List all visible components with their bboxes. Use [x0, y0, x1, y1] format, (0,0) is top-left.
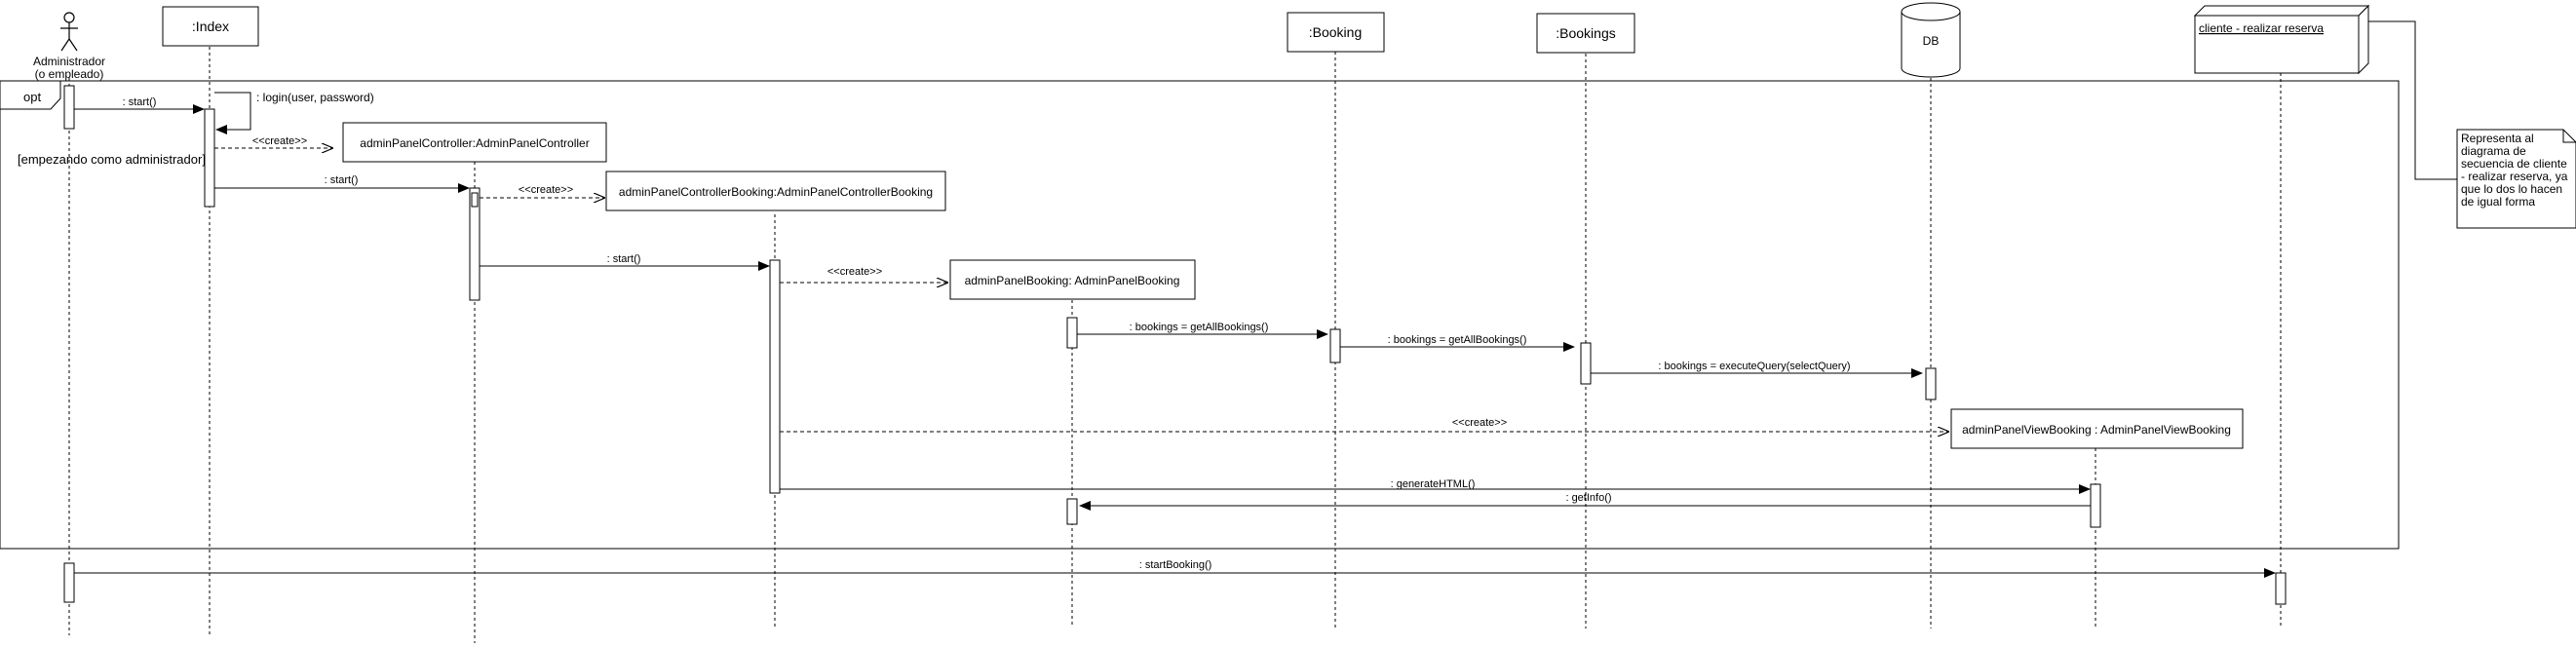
- fragment-tab: [0, 81, 61, 110]
- message-create-3-label: <<create>>: [827, 266, 882, 278]
- message-start-2-label: : start(): [325, 174, 359, 186]
- activation-db: [1925, 367, 1937, 400]
- message-login-label: : login(user, password): [256, 91, 374, 104]
- fragment-operator: opt: [23, 90, 41, 104]
- message-execute-query-label: : bookings = executeQuery(selectQuery): [1658, 361, 1850, 372]
- participant-booking: :Booking: [1287, 12, 1385, 53]
- activation-admin-panel-controller-booking: [769, 259, 781, 494]
- note-line: diagrama de: [2461, 144, 2526, 158]
- fragment-opt: opt [empezando como administrador]: [0, 80, 2400, 550]
- activation-admin-panel-view-booking: [2090, 483, 2101, 528]
- note: Representa al diagrama de secuencia de c…: [2368, 20, 2576, 229]
- actor-sublabel: (o empleado): [35, 67, 104, 81]
- activation-bookings: [1580, 342, 1592, 385]
- created-admin-panel-booking-label: adminPanelBooking: AdminPanelBooking: [965, 274, 1180, 287]
- activation-booking: [1329, 328, 1341, 363]
- participant-bookings-label: :Bookings: [1556, 25, 1615, 41]
- activation-administrador-2: [63, 562, 75, 603]
- message-start-3-label: : start(): [607, 253, 641, 265]
- message-create-4-label: <<create>>: [1452, 417, 1507, 429]
- message-get-all-bookings-2-label: : bookings = getAllBookings(): [1388, 334, 1527, 346]
- participant-db-label: DB: [1923, 34, 1940, 48]
- participant-index-label: :Index: [192, 19, 229, 34]
- note-connector: [2368, 20, 2457, 180]
- activation-administrador-1: [63, 85, 75, 130]
- participant-index: :Index: [162, 6, 259, 47]
- message-generate-html-label: : generateHTML(): [1391, 478, 1476, 490]
- message-labels: : start() : login(user, password) <<crea…: [123, 91, 1851, 571]
- created-admin-panel-controller-booking-label: adminPanelControllerBooking:AdminPanelCo…: [619, 185, 933, 199]
- message-lines: [74, 92, 2276, 578]
- note-line: Representa al: [2461, 132, 2534, 145]
- fragment-guard: [empezando como administrador]: [18, 152, 206, 167]
- message-get-all-bookings-1-label: : bookings = getAllBookings(): [1130, 322, 1269, 333]
- actor-label: Administrador: [33, 55, 105, 68]
- participant-cliente-label: cliente - realizar reserva: [2199, 21, 2324, 35]
- actor-administrador: Administrador (o empleado): [33, 12, 105, 81]
- note-line: de igual forma: [2461, 195, 2535, 209]
- participant-db: DB: [1901, 2, 1961, 78]
- activation-cliente: [2275, 572, 2287, 605]
- activation-index: [204, 108, 215, 208]
- message-create-1-label: <<create>>: [252, 135, 307, 147]
- note-line: que lo dos lo hacen: [2461, 182, 2562, 196]
- created-admin-panel-booking: adminPanelBooking: AdminPanelBooking: [949, 259, 1196, 300]
- created-admin-panel-controller-booking: adminPanelControllerBooking:AdminPanelCo…: [605, 171, 946, 211]
- created-admin-panel-controller-label: adminPanelController:AdminPanelControlle…: [360, 136, 589, 150]
- note-shape: [2456, 129, 2576, 229]
- activation-admin-panel-controller-nested: [471, 192, 479, 208]
- message-login-self: [214, 92, 251, 134]
- participant-booking-label: :Booking: [1309, 24, 1362, 40]
- activation-admin-panel-booking-2: [1066, 498, 1078, 525]
- message-create-2-label: <<create>>: [519, 184, 573, 196]
- fragment-frame: [0, 80, 2400, 550]
- participant-cliente: cliente - realizar reserva: [2193, 4, 2370, 75]
- message-start-booking-label: : startBooking(): [1139, 559, 1212, 571]
- message-get-info-label: : getInfo(): [1565, 492, 1611, 504]
- activations: [63, 85, 2287, 605]
- created-admin-panel-controller: adminPanelController:AdminPanelControlle…: [342, 122, 607, 163]
- note-line: - realizar reserva, ya: [2461, 170, 2568, 183]
- created-admin-panel-view-booking: adminPanelViewBooking : AdminPanelViewBo…: [1950, 408, 2244, 449]
- activation-admin-panel-controller: [469, 187, 481, 301]
- database-icon: [1901, 12, 1961, 78]
- created-admin-panel-view-booking-label: adminPanelViewBooking : AdminPanelViewBo…: [1962, 423, 2231, 437]
- actor-stick-figure-icon: [60, 12, 78, 52]
- message-start-1-label: : start(): [123, 96, 157, 108]
- note-line: secuencia de cliente: [2461, 157, 2567, 171]
- participant-bookings: :Bookings: [1536, 13, 1635, 54]
- activation-admin-panel-booking-1: [1066, 317, 1078, 349]
